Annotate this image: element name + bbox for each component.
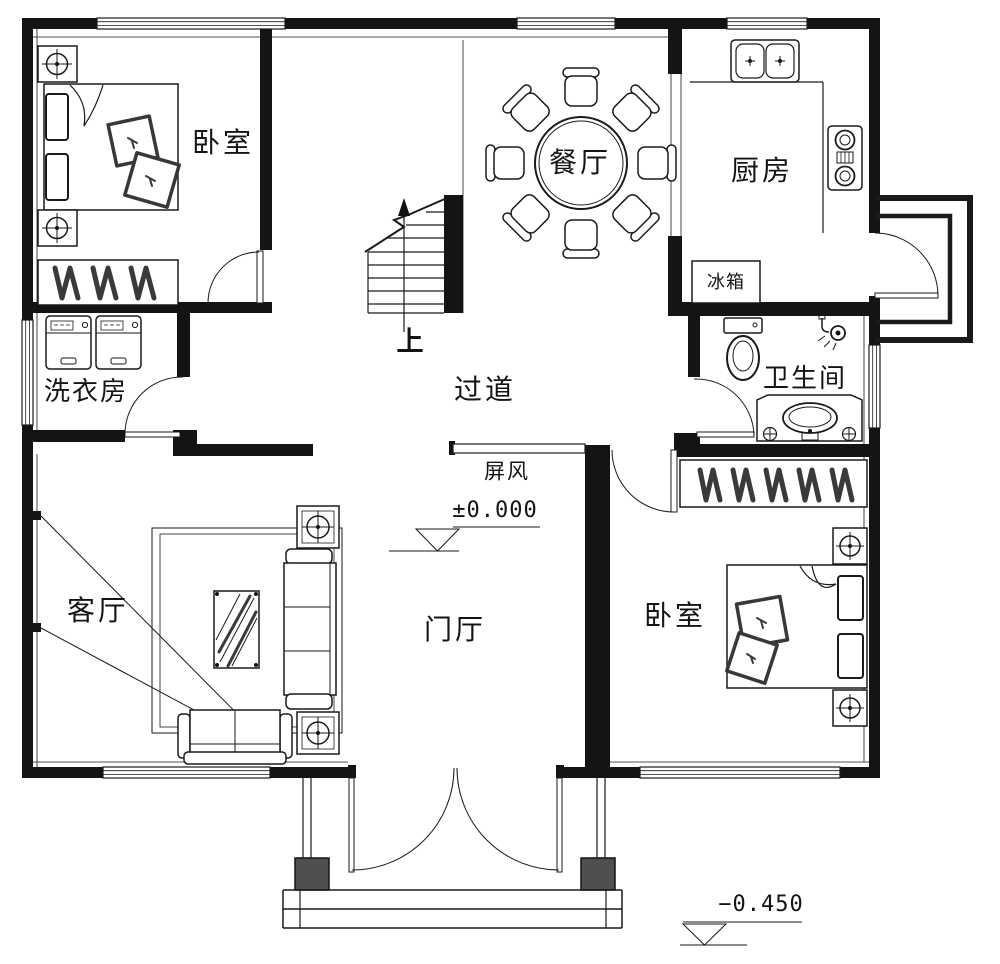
sofa-three-seat <box>283 548 337 710</box>
wall-face-lines <box>33 29 869 767</box>
bed <box>43 83 181 211</box>
bedroom-top-furniture <box>37 45 181 306</box>
elevation-symbol-entrance <box>680 921 802 946</box>
nightstand-lamp <box>37 209 78 247</box>
screen-partition <box>452 443 586 454</box>
room-label-bedroom-top: 卧室 <box>191 127 255 158</box>
washing-machine <box>45 315 92 370</box>
nightstand-lamp <box>832 689 868 727</box>
room-label-living: 客厅 <box>66 595 130 626</box>
side-table-lamp <box>296 505 340 549</box>
kitchen-sink <box>730 39 800 83</box>
entrance-porch <box>282 778 623 929</box>
stair-up-label: 上 <box>396 326 424 357</box>
porch-column-left <box>294 857 330 891</box>
room-label-bedroom-bottom: 卧室 <box>643 600 707 631</box>
foyer-elements <box>389 441 802 946</box>
toilet <box>723 317 763 381</box>
elevation-label-entrance: −0.450 <box>718 892 804 917</box>
side-table-lamp <box>296 711 340 755</box>
window-top-kitchen <box>726 17 808 30</box>
window-top-bedroom <box>96 17 286 30</box>
nightstand-lamp <box>37 45 78 83</box>
washing-machine <box>95 315 142 370</box>
door-laundry <box>124 376 184 438</box>
kitchen-fixtures <box>690 39 863 304</box>
dining-table-set <box>485 67 677 259</box>
window-bottom-bedroom <box>639 766 841 779</box>
room-label-dining: 餐厅 <box>548 147 612 178</box>
entrance-double-door <box>348 767 563 873</box>
windows <box>21 17 881 779</box>
refrigerator-box <box>691 260 761 304</box>
coffee-table <box>213 590 260 669</box>
exterior-walls <box>22 18 880 778</box>
room-label-hallway: 过道 <box>453 374 517 405</box>
dining-chairs <box>485 67 677 259</box>
nightstand-lamp <box>832 527 868 565</box>
window-right-bathroom <box>868 344 881 429</box>
shower-head <box>817 313 846 351</box>
refrigerator-label: 冰箱 <box>707 272 745 292</box>
window-left-laundry <box>21 319 34 426</box>
elevation-label-foyer: ±0.000 <box>452 498 538 523</box>
room-label-kitchen: 厨房 <box>730 155 794 186</box>
wardrobe <box>679 459 868 508</box>
window-bottom-living <box>102 766 271 779</box>
wardrobe <box>37 259 179 306</box>
doors <box>124 232 939 873</box>
door-kitchen-back <box>874 232 939 299</box>
room-label-foyer: 门厅 <box>423 614 487 645</box>
porch-column-right <box>580 857 616 891</box>
room-label-laundry: 洗衣房 <box>43 376 129 406</box>
living-room-furniture <box>33 505 343 765</box>
elevation-symbol-foyer <box>389 526 540 552</box>
door-bedroom-top <box>207 250 264 304</box>
window-top-dining <box>516 17 616 30</box>
screen-label: 屏风 <box>484 460 530 484</box>
laundry-machines <box>45 315 142 370</box>
kitchen-stove <box>827 125 863 191</box>
bedroom-bottom-furniture <box>679 459 868 727</box>
interior-walls <box>22 29 869 768</box>
door-bathroom <box>693 378 755 438</box>
staircase <box>364 197 448 332</box>
sofa-two-seat <box>177 709 293 765</box>
door-bedroom-bottom <box>611 449 678 513</box>
bed <box>725 564 868 689</box>
back-porch <box>875 195 973 343</box>
bathroom-fixtures <box>723 313 863 442</box>
room-label-bathroom: 卫生间 <box>762 363 848 393</box>
bathroom-vanity <box>756 394 863 442</box>
